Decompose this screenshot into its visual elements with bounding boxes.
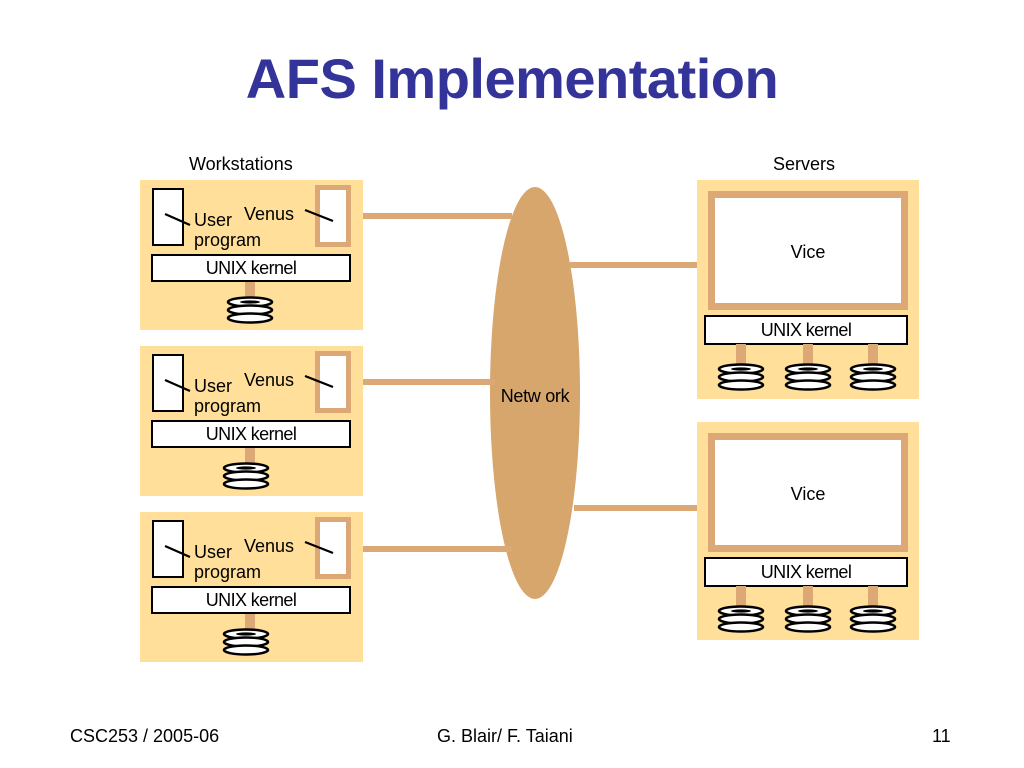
venus-box	[315, 185, 351, 247]
vice-label: Vice	[790, 242, 826, 262]
venus-label: Venus	[244, 536, 295, 556]
workstations-label: Workstations	[189, 154, 293, 174]
network-label: Netw ork	[500, 386, 570, 406]
unix-kernel-box: UNIX kernel	[704, 557, 908, 587]
unix-kernel-box: UNIX kernel	[151, 254, 351, 282]
venus-box	[315, 351, 351, 413]
link-workstation-2	[350, 379, 495, 385]
link-server-1	[570, 262, 710, 268]
slide-title: AFS Implementation	[245, 47, 779, 110]
venus-box	[315, 517, 351, 579]
unix-kernel-box: UNIX kernel	[704, 315, 908, 345]
vice-label: Vice	[790, 484, 826, 504]
link-workstation-1	[350, 213, 512, 219]
footer-course: CSC253 / 2005-06	[70, 726, 220, 746]
footer-authors: G. Blair/ F. Taiani	[437, 726, 573, 746]
venus-label: Venus	[244, 370, 295, 390]
link-workstation-3	[350, 546, 512, 552]
venus-label: Venus	[244, 204, 295, 224]
vice-box: Vice	[708, 433, 908, 552]
link-server-2	[574, 505, 710, 511]
page-number: 11	[932, 726, 951, 746]
vice-box: Vice	[708, 191, 908, 310]
user-program-box	[152, 188, 184, 246]
servers-label: Servers	[773, 154, 836, 174]
network-ellipse	[490, 187, 580, 599]
unix-kernel-box: UNIX kernel	[151, 586, 351, 614]
user-program-box	[152, 520, 184, 578]
user-program-box	[152, 354, 184, 412]
server-1: Vice UNIX kernel	[697, 180, 919, 399]
server-2: Vice UNIX kernel	[697, 422, 919, 640]
unix-kernel-box: UNIX kernel	[151, 420, 351, 448]
